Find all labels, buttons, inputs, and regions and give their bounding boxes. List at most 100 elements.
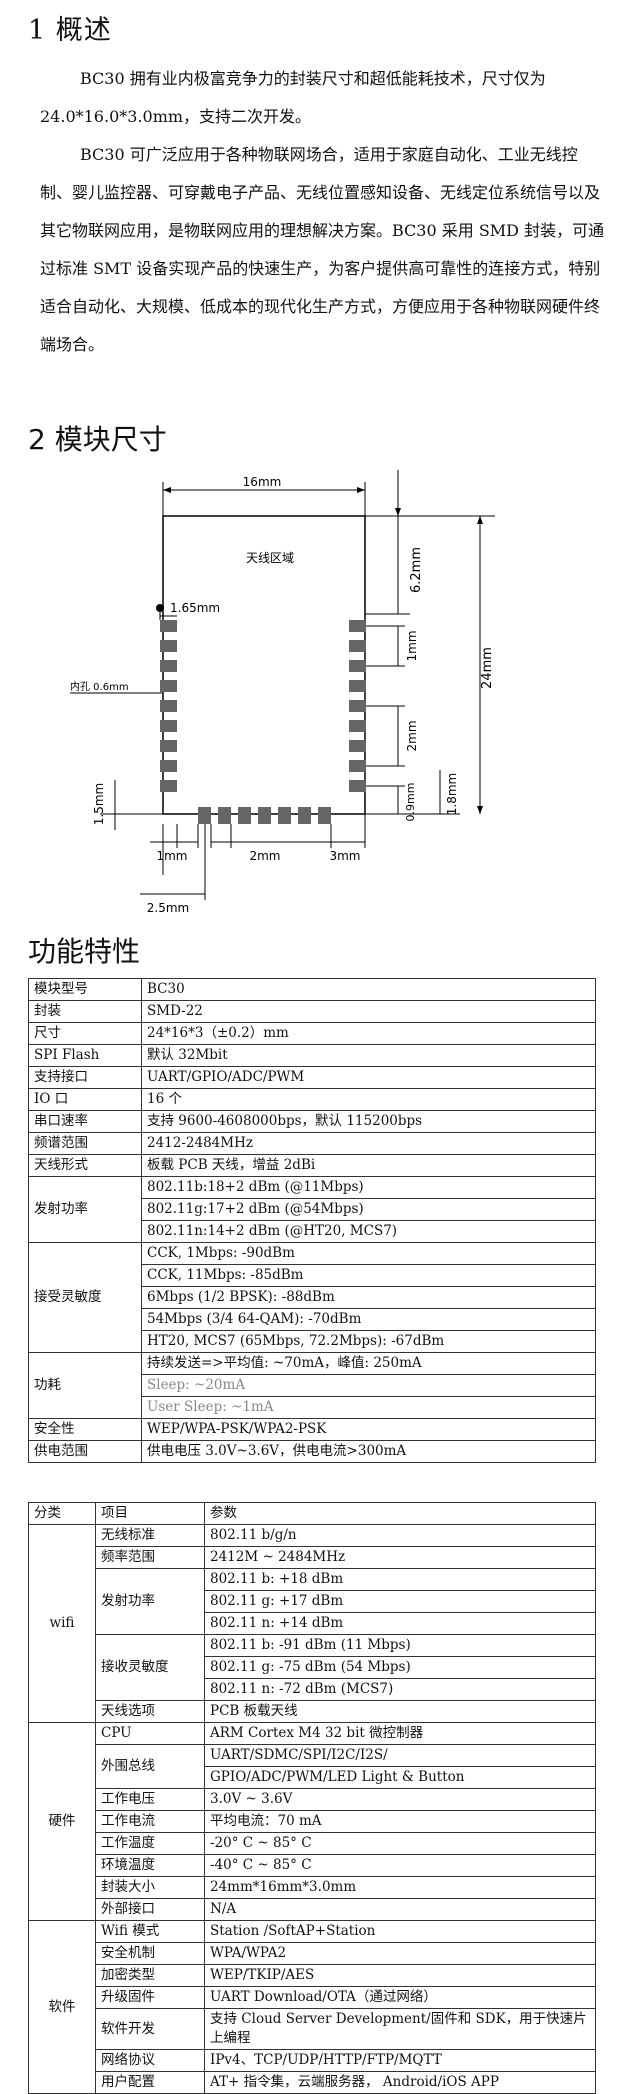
bottom-1mm-label: 1mm (156, 849, 187, 863)
spec-key: 接受灵敏度 (28, 1242, 142, 1353)
param-cell: UART/SDMC/SPI/I2C/I2S/ (204, 1744, 596, 1767)
spec-value: 802.11n:14+2 dBm (@HT20, MCS7) (141, 1220, 596, 1243)
table-row: 环境温度-40° C ~ 85° C (29, 1854, 596, 1877)
param-cell: WPA/WPA2 (204, 1942, 596, 1965)
overview-paragraph-1: BC30 拥有业内极富竞争力的封装尺寸和超低能耗技术，尺寸仅为 24.0*16.… (40, 69, 546, 126)
item-cell: 工作电流 (95, 1810, 205, 1833)
item-cell: 软件开发 (95, 2008, 205, 2050)
features-heading: 功能特性 (28, 935, 141, 968)
left-15-label: 1.5mm (92, 783, 106, 825)
bottom-3mm-label: 3mm (329, 849, 360, 863)
pitch-1mm-label: 1mm (405, 630, 419, 661)
param-cell: 802.11 b/g/n (204, 1524, 596, 1547)
spec-key: 供电范围 (28, 1440, 142, 1463)
spec-value: SMD-22 (141, 1000, 596, 1023)
spec-value: 板载 PCB 天线，增益 2dBi (141, 1154, 596, 1177)
spec-value: 默认 32Mbit (141, 1044, 596, 1067)
spec-value: 16 个 (141, 1088, 596, 1111)
param-cell: 802.11 g: +17 dBm (204, 1590, 596, 1613)
param-cell: 802.11 b: +18 dBm (204, 1568, 596, 1591)
item-cell: 无线标准 (95, 1524, 205, 1547)
left-pad-column (160, 620, 177, 792)
table-row: 天线形式板载 PCB 天线，增益 2dBi (28, 1154, 596, 1177)
item-cell: 升级固件 (95, 1986, 205, 2009)
param-cell: UART Download/OTA（通过网络） (204, 1986, 596, 2009)
hole-label: 内孔 0.6mm (70, 680, 129, 693)
item-cell: 发射功率 (95, 1568, 205, 1635)
spec-value: WEP/WPA-PSK/WPA2-PSK (141, 1418, 596, 1441)
antenna-height-label: 6.2mm (409, 547, 424, 593)
spec-value: 802.11g:17+2 dBm (@54Mbps) (141, 1198, 596, 1221)
pin1-marker (156, 604, 164, 612)
table-row: 软件开发支持 Cloud Server Development/固件和 SDK，… (29, 2008, 596, 2050)
spec-value: 24*16*3（±0.2）mm (141, 1022, 596, 1045)
spec-value: UART/GPIO/ADC/PWM (141, 1066, 596, 1089)
spec-key: IO 口 (28, 1088, 142, 1111)
param-cell: -40° C ~ 85° C (204, 1854, 596, 1877)
bottom-2mm-label: 2mm (249, 849, 280, 863)
pitch-2mm-label: 2mm (405, 720, 419, 751)
spec-value: CCK, 1Mbps: -90dBm (141, 1242, 596, 1265)
param-cell: 802.11 n: +14 dBm (204, 1612, 596, 1635)
item-cell: 工作温度 (95, 1832, 205, 1855)
table-row: 802.11 n: -72 dBm (MCS7) (29, 1678, 596, 1701)
spec-key: 模块型号 (28, 978, 142, 1001)
param-cell: Station /SoftAP+Station (204, 1920, 596, 1943)
param-cell: AT+ 指令集，云端服务器， Android/iOS APP (204, 2071, 596, 2094)
spec-value: Sleep: ~20mA (141, 1374, 596, 1397)
header-param: 参数 (204, 1502, 596, 1525)
spec-value: 供电电压 3.0V~3.6V，供电电流>300mA (141, 1440, 596, 1463)
item-cell: 网络协议 (95, 2049, 205, 2072)
param-cell: 3.0V ~ 3.6V (204, 1788, 596, 1811)
item-cell: 环境温度 (95, 1854, 205, 1877)
category-cell: 硬件 (28, 1722, 96, 1921)
table-row: 802.11 g: +17 dBm (29, 1590, 596, 1613)
spec-value: 支持 9600-4608000bps，默认 115200bps (141, 1110, 596, 1133)
bottom-25mm-label: 2.5mm (147, 901, 189, 915)
gap-09-label: 0.9mm (404, 783, 417, 822)
spec-key: 串口速率 (28, 1110, 142, 1133)
antenna-label: 天线区域 (246, 551, 294, 565)
spec-value: 6Mbps (1/2 BPSK): -88dBm (141, 1286, 596, 1309)
spec-key: 频谱范围 (28, 1132, 142, 1155)
param-cell: 24mm*16mm*3.0mm (204, 1876, 596, 1899)
table-row: 串口速率支持 9600-4608000bps，默认 115200bps (28, 1110, 596, 1133)
param-cell: N/A (204, 1898, 596, 1921)
overview-paragraph-2: BC30 可广泛应用于各种物联网场合，适用于家庭自动化、工业无线控制、婴儿监控器… (40, 145, 605, 354)
header-category: 分类 (28, 1502, 96, 1525)
param-cell: PCB 板载天线 (204, 1700, 596, 1723)
table-row: 6Mbps (1/2 BPSK): -88dBm (29, 1286, 596, 1309)
spec-key: SPI Flash (28, 1044, 142, 1067)
item-cell: 接收灵敏度 (95, 1634, 205, 1701)
bottom-pad-row (198, 807, 331, 824)
spec-value: 持续发送=>平均值: ~70mA，峰值: 250mA (141, 1352, 596, 1375)
param-cell: 802.11 n: -72 dBm (MCS7) (204, 1678, 596, 1701)
spec-value: CCK, 11Mbps: -85dBm (141, 1264, 596, 1287)
item-cell: 天线选项 (95, 1700, 205, 1723)
overview-heading: 1 概述 (28, 15, 112, 46)
spec-value: BC30 (141, 978, 596, 1001)
param-cell: IPv4、TCP/UDP/HTTP/FTP/MQTT (204, 2049, 596, 2072)
param-cell: -20° C ~ 85° C (204, 1832, 596, 1855)
spec-value: 2412-2484MHz (141, 1132, 596, 1155)
param-cell: 平均电流：70 mA (204, 1810, 596, 1833)
item-cell: 外部接口 (95, 1898, 205, 1921)
category-cell: wifi (28, 1524, 96, 1723)
param-cell: WEP/TKIP/AES (204, 1964, 596, 1987)
